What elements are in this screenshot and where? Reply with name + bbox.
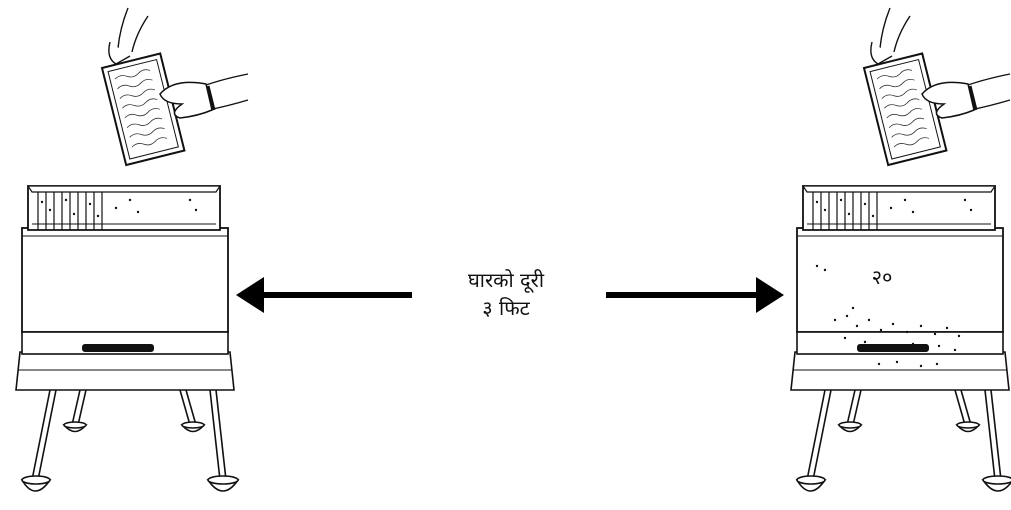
right-arrow — [606, 277, 784, 313]
distance-label-line2: ३ फिट — [482, 296, 530, 320]
right-frame-hands — [862, 6, 1011, 167]
left-arrow — [236, 277, 412, 313]
right-hive — [790, 185, 1011, 492]
left-frame-hands — [100, 6, 250, 167]
distance-label-line1: घारको दूरी — [467, 268, 545, 292]
hive-number-label: २० — [871, 265, 893, 289]
left-hive — [15, 185, 239, 492]
